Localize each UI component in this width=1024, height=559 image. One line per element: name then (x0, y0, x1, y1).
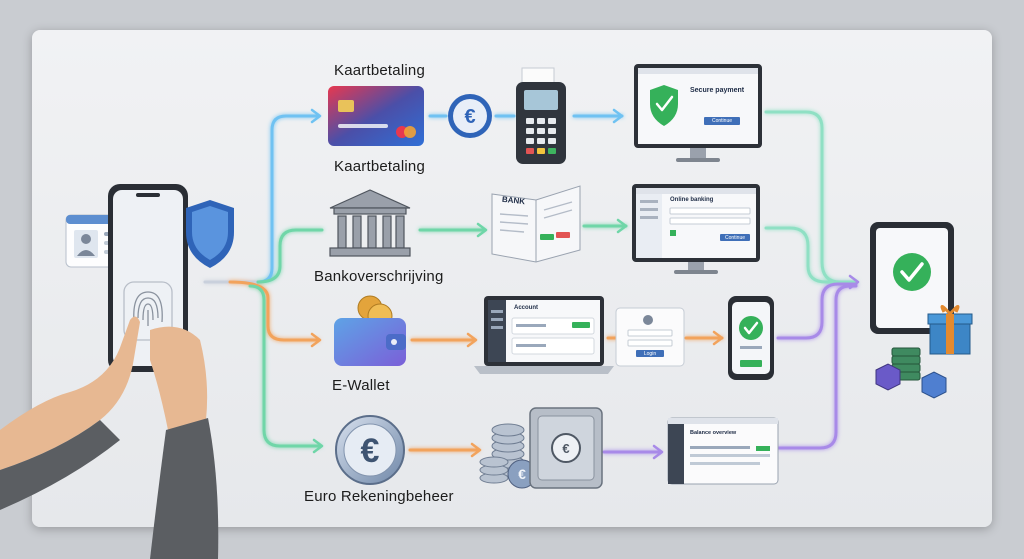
account-laptop (474, 296, 614, 374)
flow-wallet-4 (776, 282, 858, 340)
svg-text:€: € (464, 106, 475, 128)
gift-box-icon (927, 305, 973, 355)
arrow-head-wallet-3 (712, 330, 724, 346)
hands (0, 316, 219, 559)
login-button-text: Login (643, 351, 657, 357)
online-banking-continue-button: Continue (720, 234, 750, 241)
online-banking-monitor (632, 184, 760, 274)
flow-line-bank (256, 228, 324, 284)
arrow-head-wallet (310, 332, 322, 348)
safe-vault-icon: € (529, 407, 603, 489)
arrow-head-wallet-2 (466, 332, 478, 348)
svg-text:€: € (518, 466, 526, 482)
balance-overview-window (667, 417, 779, 485)
arrow-head-euro-2 (470, 442, 482, 458)
online-banking-title: Online banking (670, 197, 714, 203)
account-title: Account (514, 305, 538, 311)
euro-coin-icon-card: € (448, 94, 492, 138)
secure-payment-continue-button: Continue (704, 117, 740, 125)
arrow-head-merge (848, 274, 860, 290)
success-check-icon (893, 253, 931, 291)
security-shield-icon (186, 200, 234, 268)
arrow-head-bank (476, 222, 488, 238)
arrow-head-bank-2 (616, 218, 628, 234)
online-banking-continue-text: Continue (724, 235, 745, 241)
arrow-head-card (310, 108, 322, 124)
card-payment-label: Kaartbetaling (334, 62, 425, 79)
flow-euro-3 (776, 284, 858, 450)
euro-account-management-label: Euro Rekeningbeheer (304, 488, 454, 505)
login-form-card (615, 307, 685, 367)
bank-statement-book-icon (491, 185, 581, 263)
flow-card-4 (764, 110, 858, 284)
flow-line-card (256, 114, 320, 284)
secure-payment-title: Secure payment (690, 87, 745, 94)
euro-coin-large-icon: € (335, 415, 405, 485)
flow-bank-3 (764, 226, 858, 284)
arrow-head-euro-3 (652, 444, 664, 460)
credit-card-icon (328, 86, 424, 146)
bank-transfer-label: Bankoverschrijving (314, 268, 444, 285)
balance-overview-title: Balance overview (690, 430, 737, 436)
svg-text:€: € (361, 432, 380, 470)
flow-line-euro (248, 284, 322, 448)
shield-check-icon (650, 85, 678, 126)
svg-text:€: € (562, 441, 569, 456)
wallet-icon (334, 295, 406, 366)
fingerprint-icon (123, 281, 173, 341)
payment-terminal-icon (516, 67, 566, 164)
e-wallet-label: E-Wallet (332, 377, 390, 394)
card-payment-label-secondary: Kaartbetaling (334, 158, 425, 175)
bank-building-icon (329, 189, 411, 257)
flow-line-wallet (228, 280, 320, 342)
arrow-head-euro (312, 438, 324, 454)
secure-payment-continue-text: Continue (711, 118, 732, 124)
arrow-head-card-2 (612, 108, 624, 124)
coin-stack-icon: € (479, 423, 537, 489)
token-stack-icon (875, 347, 947, 399)
mobile-payment-phone (728, 296, 774, 380)
